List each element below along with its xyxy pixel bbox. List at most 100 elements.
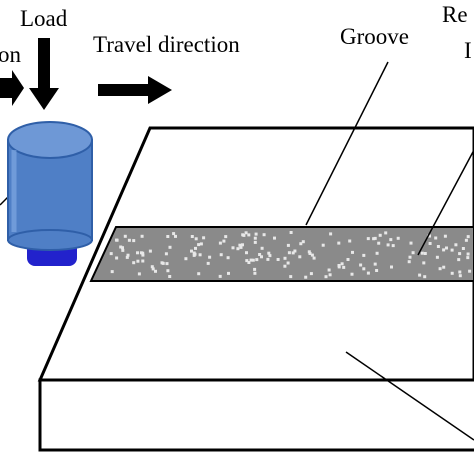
groove-particle [436,245,440,248]
groove-particle [445,246,448,250]
groove-particle [366,237,370,241]
groove-particle [199,242,203,246]
groove-particle [350,272,354,276]
groove-particle [132,261,136,265]
groove-particle [125,255,129,259]
groove-particle [245,251,248,255]
groove-particle [168,275,172,278]
groove-particle [309,272,313,276]
groove-particle [253,236,257,240]
reinforcement-leader-line [417,149,474,256]
groove-particle [119,245,123,249]
groove-particles [109,231,472,279]
fsp-tool [7,121,93,266]
groove-particle [115,238,119,242]
groove-particle [375,269,379,272]
groove-particle [458,274,462,278]
groove-particle [247,233,251,237]
groove-particle [165,262,169,266]
groove-particle [241,233,245,237]
groove-particle [164,252,168,256]
groove-particle [255,258,259,262]
groove-particle [423,275,427,279]
groove-particle [391,244,395,248]
plate-front-face [38,378,474,452]
groove-particle [224,235,228,239]
groove-particle [126,253,130,257]
groove-particle [438,267,442,271]
groove-particle [375,251,379,255]
groove-particle [342,265,346,269]
groove-particle [307,250,311,254]
groove-particle [231,246,235,250]
groove-particle [321,243,325,247]
groove-particle [409,241,413,245]
groove-particle [348,239,352,243]
groove-particle [373,236,377,240]
groove-particle [121,246,124,250]
groove-particle [139,251,143,255]
load-label: Load [20,6,68,31]
groove-particle [450,248,454,252]
groove-particle [289,275,293,279]
groove-particle [411,251,415,255]
plate-leader-line [345,351,474,441]
groove-particle [466,256,470,260]
groove-particle [286,243,290,247]
travel-direction-arrow [98,76,172,104]
groove-particle [249,258,253,262]
groove-particle [184,257,188,261]
groove-particle [260,246,264,250]
groove-particle [239,245,243,249]
groove-particle [238,243,242,247]
groove-label: Groove [340,24,409,49]
groove-particle [193,252,197,256]
groove-particle [253,240,257,244]
groove-particle [136,251,139,255]
groove-particle [457,258,461,262]
groove-particle [109,252,113,256]
groove-particle [241,243,244,247]
groove-particle [390,265,393,269]
load-arrow [29,38,59,110]
groove-particle [160,261,164,265]
groove-band [89,226,474,282]
groove-particle [258,253,262,256]
groove-particle [123,234,127,238]
groove-leader-line [305,61,389,226]
groove-particle [219,253,223,257]
groove-particle [115,256,119,260]
groove-particle [386,243,390,247]
groove-particle [434,236,438,240]
groove-particle [359,263,363,267]
groove-particle [166,269,170,273]
groove-particle [373,262,377,266]
groove-particle [194,246,197,250]
groove-particle [253,271,257,275]
groove-particle [442,248,446,252]
groove-particle [461,247,465,250]
groove-particle [273,236,276,240]
groove-particle [283,256,287,260]
groove-particle [362,267,366,271]
groove-particle [190,235,194,238]
groove-particle [304,275,308,279]
groove-particle [418,273,422,277]
tool-bottom-edge [7,229,93,251]
groove-particle [329,232,333,236]
groove-particle [384,231,388,235]
groove-particle [468,269,472,273]
groove-particle [266,257,270,261]
groove-particle [276,258,280,261]
groove-particle [340,262,344,266]
groove-particle [247,261,251,264]
groove-particle [236,247,240,251]
groove-particle [154,269,157,273]
groove-particle [301,240,305,244]
groove-particle [346,258,350,261]
groove-particle [299,242,303,246]
groove-particle [198,253,202,257]
groove-particle [227,271,230,275]
groove-particle [283,264,287,268]
groove-particle [172,232,176,236]
